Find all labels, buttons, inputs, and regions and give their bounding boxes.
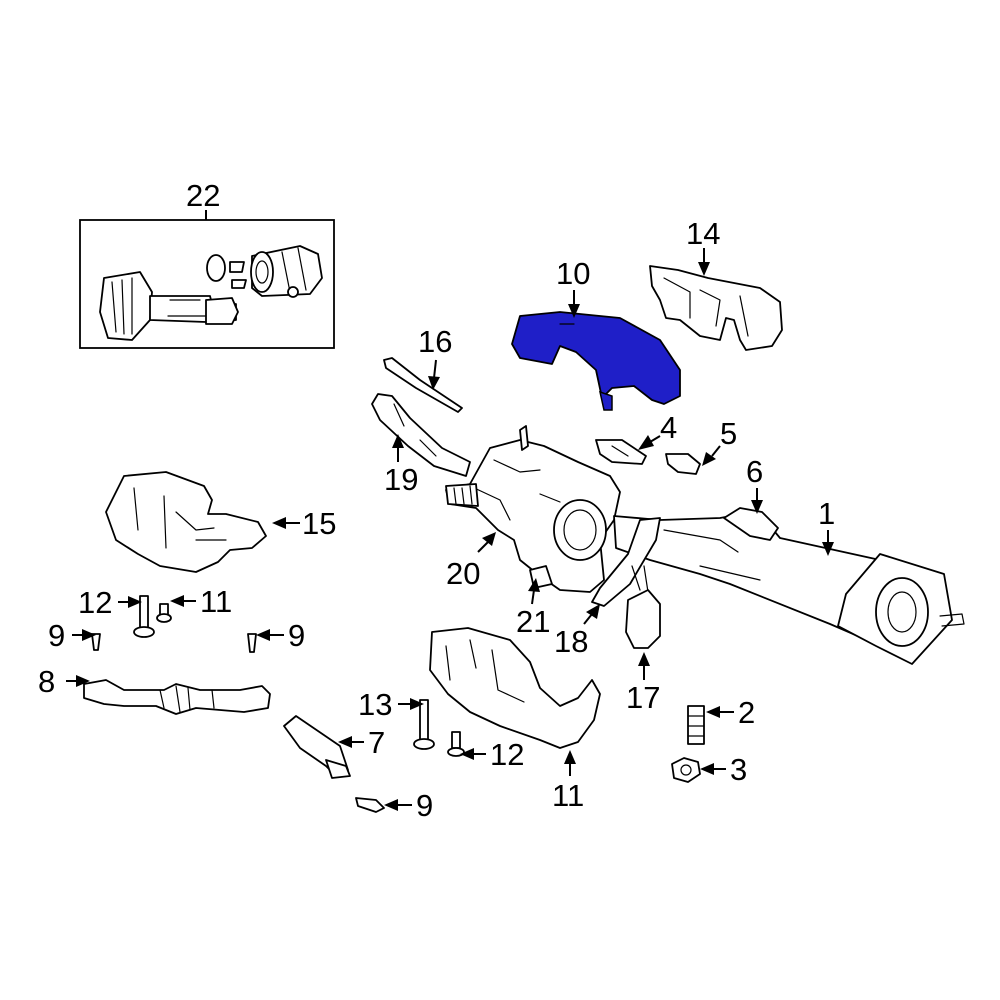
callout-16: 16: [418, 324, 452, 359]
part-11-lower-shroud: [429, 627, 601, 749]
callout-13: 13: [358, 687, 392, 722]
callout-12-lower: 12: [490, 737, 524, 772]
callout-6: 6: [746, 454, 763, 489]
part-19-lever: [371, 393, 471, 477]
part-10-upper-shroud: [511, 311, 681, 411]
callout-1: 1: [818, 496, 835, 531]
callout-9-middle: 9: [288, 618, 305, 653]
part-17-knob: [625, 565, 661, 649]
callout-labels: 1 2 3 4 5 6 7 8 9 9 9 10 11 11 12 12 13 …: [38, 178, 835, 823]
part-4-clip: [595, 439, 647, 465]
part-16-lever: [383, 357, 463, 413]
callout-19: 19: [384, 462, 418, 497]
callout-8: 8: [38, 664, 55, 699]
part-1-column-tube: [613, 507, 965, 665]
callout-5: 5: [720, 416, 737, 451]
leader-lines: [66, 210, 834, 811]
callout-4: 4: [660, 410, 677, 445]
part-14-shroud: [649, 265, 783, 351]
column-assembly: [445, 425, 621, 593]
callout-12-upper: 12: [78, 585, 112, 620]
inset-lock-cylinder-kit: [79, 219, 335, 349]
part-15-shroud: [105, 471, 267, 573]
callout-20: 20: [446, 556, 480, 591]
callout-9-left: 9: [48, 618, 65, 653]
part-7-connector: [283, 715, 351, 779]
fasteners: [91, 595, 705, 813]
callout-11-upper: 11: [200, 584, 232, 619]
part-5-clip: [665, 453, 701, 475]
callout-10: 10: [556, 256, 590, 291]
callout-22: 22: [186, 178, 220, 213]
part-8-shaft: [83, 679, 271, 715]
callout-17: 17: [626, 680, 660, 715]
callout-3: 3: [730, 752, 747, 787]
callout-18: 18: [554, 624, 588, 659]
callout-15: 15: [302, 506, 336, 541]
callout-7: 7: [368, 725, 385, 760]
callout-2: 2: [738, 695, 755, 730]
callout-9-lower: 9: [416, 788, 433, 823]
part-18-bracket: [591, 517, 661, 607]
callout-14: 14: [686, 216, 720, 251]
callout-21: 21: [516, 604, 550, 639]
callout-11-lower: 11: [552, 778, 584, 813]
